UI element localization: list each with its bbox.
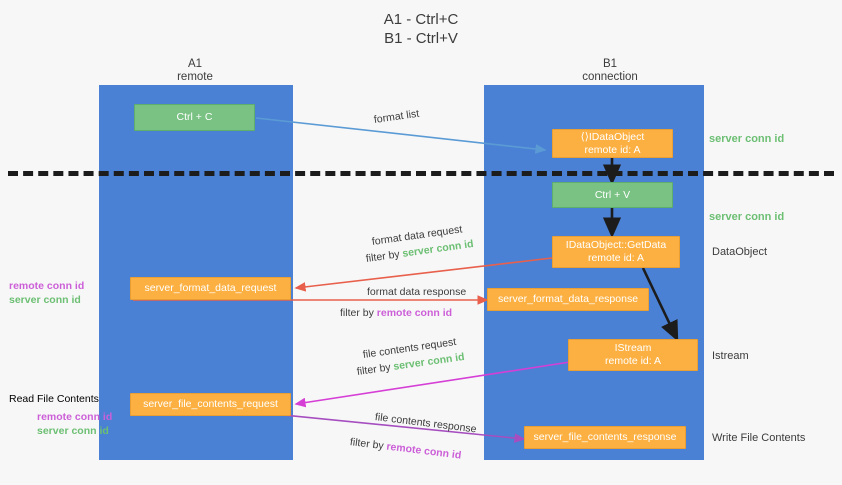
node-server-format-data-request-label: server_format_data_request — [144, 282, 277, 294]
node-server-file-contents-request-label: server_file_contents_request — [143, 398, 278, 410]
node-istream-label: IStream remote id: A — [604, 342, 662, 367]
right-annotation-dataobject-text: DataObject — [712, 246, 768, 258]
edge-label-file-contents-response: file contents response — [374, 410, 477, 436]
right-annotation-istream: Istream — [712, 349, 749, 363]
node-set-clipboard-label: ⟨⟩IDataObject remote id: A — [580, 130, 645, 156]
right-annotation-server-conn-id-mid: server conn id — [709, 210, 784, 224]
right-annotation-server-conn-id-top: server conn id — [709, 132, 784, 146]
right-annotation-dataobject: DataObject — [712, 245, 767, 259]
left-annotation-read-file-contents-title: Read File Contents — [9, 393, 99, 405]
left-annotation-format: remote conn id server conn id — [9, 279, 84, 307]
node-server-format-data-response-label: server_format_data_response — [497, 293, 639, 305]
edge-label-format-data-response-text: format data response — [367, 286, 467, 298]
page-title: A1 - Ctrl+C B1 - Ctrl+V — [383, 11, 459, 47]
edge-label-format-list: format list — [373, 107, 420, 127]
node-server-file-contents-response-label: server_file_contents_response — [533, 431, 677, 443]
node-ctrl-c-label: Ctrl + C — [176, 111, 213, 123]
left-annotation-file-remote: remote conn id — [37, 411, 113, 423]
column-header-a1-text: A1 — [187, 58, 203, 70]
left-annotation-file-server: server conn id — [37, 425, 109, 437]
right-annotation-server-conn-id-mid-text: server conn id — [709, 211, 785, 223]
left-annotation-read-file-contents: Read File Contents remote conn id server… — [9, 392, 112, 438]
edge-label-format-list-text: format list — [373, 107, 420, 126]
right-annotation-write-file-contents-text: Write File Contents — [712, 432, 806, 444]
right-annotation-server-conn-id-top-text: server conn id — [709, 133, 785, 145]
edge-label-format-data-response: format data response — [367, 285, 466, 299]
column-header-b1: B1 connection — [545, 58, 675, 84]
edge-label-file-contents-response-filter: filter by remote conn id — [349, 435, 462, 463]
filter-prefix: filter by — [349, 436, 388, 453]
filter-value-remote-conn-id: remote conn id — [376, 307, 453, 319]
node-server-file-contents-response[interactable]: server_file_contents_response — [524, 426, 686, 449]
column-header-b1-text: B1 — [602, 58, 618, 70]
column-header-a1-sub: remote — [177, 71, 213, 83]
column-header-b1-sub: connection — [582, 71, 638, 83]
node-ctrl-v[interactable]: Ctrl + V — [552, 182, 673, 208]
left-annotation-format-remote: remote conn id — [9, 280, 85, 292]
node-istream[interactable]: IStream remote id: A — [568, 339, 698, 371]
filter-prefix: filter by — [340, 307, 377, 319]
node-ctrl-c[interactable]: Ctrl + C — [134, 104, 255, 131]
filter-value-remote-conn-id: remote conn id — [385, 440, 462, 462]
node-ctrl-v-label: Ctrl + V — [594, 188, 631, 201]
column-header-a1: A1 remote — [130, 58, 260, 84]
edge-label-file-contents-response-text: file contents response — [374, 411, 478, 436]
node-set-clipboard-idataobject[interactable]: ⟨⟩IDataObject remote id: A — [552, 129, 673, 158]
right-annotation-write-file-contents: Write File Contents — [712, 431, 805, 445]
node-server-file-contents-request[interactable]: server_file_contents_request — [130, 393, 291, 416]
left-annotation-format-server: server conn id — [9, 294, 81, 306]
node-idataobject-getdata[interactable]: IDataObject::GetData remote id: A — [552, 236, 680, 268]
edge-label-format-data-response-filter: filter by remote conn id — [340, 306, 452, 320]
node-server-format-data-response[interactable]: server_format_data_response — [487, 288, 649, 311]
filter-prefix: filter by — [365, 247, 404, 265]
filter-prefix: filter by — [356, 360, 395, 378]
node-idataobject-getdata-label: IDataObject::GetData remote id: A — [565, 239, 667, 264]
node-server-format-data-request[interactable]: server_format_data_request — [130, 277, 291, 300]
right-annotation-istream-text: Istream — [712, 350, 749, 362]
lifecycle-divider — [8, 171, 834, 176]
